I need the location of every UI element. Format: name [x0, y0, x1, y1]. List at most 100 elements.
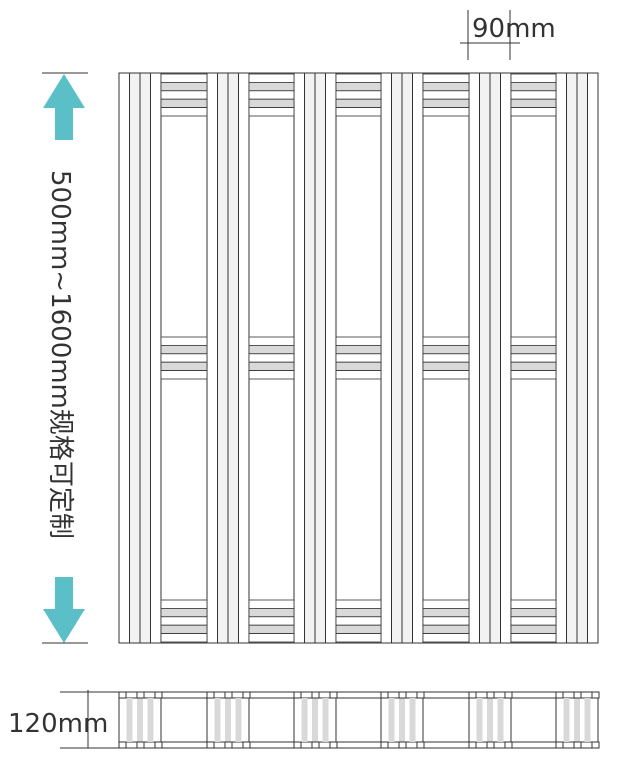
horizontal-header-slat — [510, 90, 557, 100]
horizontal-header-slat — [422, 73, 470, 83]
horizontal-header-slat — [510, 370, 557, 380]
height-range-label: 500mm~1600mm规格可定制 — [45, 170, 75, 539]
top-width-label: 90mm — [472, 14, 556, 44]
horizontal-header-slat — [248, 353, 295, 363]
horizontal-header-slat — [335, 616, 382, 626]
vertical-tube — [566, 72, 578, 644]
side-tab — [398, 691, 407, 699]
side-tab — [154, 741, 163, 749]
side-tab — [136, 691, 145, 699]
side-tab — [118, 741, 127, 749]
horizontal-header-slat — [248, 616, 295, 626]
horizontal-header-slat — [510, 107, 557, 117]
side-tab — [591, 741, 600, 749]
side-column-shade — [584, 698, 591, 742]
horizontal-header-slat — [335, 353, 382, 363]
horizontal-header-slat — [510, 98, 557, 108]
side-column-shade — [563, 698, 570, 742]
horizontal-header-slat — [335, 107, 382, 117]
horizontal-header-slat — [160, 90, 208, 100]
side-column-shade — [301, 698, 308, 742]
horizontal-header-slat — [510, 353, 557, 363]
horizontal-header-slat — [160, 361, 208, 372]
horizontal-header-slat — [422, 336, 470, 346]
vertical-tube — [217, 72, 229, 644]
horizontal-header-slat — [510, 82, 557, 92]
vertical-tube — [391, 72, 403, 644]
arrow-up-icon — [42, 72, 88, 140]
horizontal-header-slat — [248, 361, 295, 372]
side-tab — [468, 741, 477, 749]
side-column-shade — [312, 698, 318, 742]
horizontal-header-slat — [335, 633, 382, 643]
vertical-tube — [325, 72, 337, 644]
side-column-shade — [574, 698, 580, 742]
vertical-tube — [314, 72, 326, 644]
horizontal-header-slat — [160, 624, 208, 635]
horizontal-header-slat — [160, 353, 208, 363]
side-tab — [486, 691, 495, 699]
side-column-shade — [225, 698, 231, 742]
vertical-tube — [587, 72, 599, 644]
radiator-side-view — [118, 691, 600, 749]
horizontal-header-slat — [422, 624, 470, 635]
vertical-tube — [150, 72, 162, 644]
vertical-tube — [489, 72, 501, 644]
side-column-shade — [487, 698, 493, 742]
vertical-tube — [380, 72, 392, 644]
horizontal-header-slat — [422, 608, 470, 618]
horizontal-header-slat — [248, 98, 295, 108]
horizontal-header-slat — [510, 599, 557, 609]
side-tab — [573, 691, 582, 699]
horizontal-header-slat — [510, 624, 557, 635]
side-tab — [311, 691, 320, 699]
horizontal-header-slat — [510, 633, 557, 643]
side-tab — [573, 741, 582, 749]
horizontal-header-slat — [160, 82, 208, 92]
horizontal-header-slat — [248, 73, 295, 83]
horizontal-header-slat — [335, 73, 382, 83]
side-thickness-dimension: 120mm — [8, 690, 120, 749]
side-column-shade — [322, 698, 329, 742]
horizontal-header-slat — [510, 344, 557, 355]
horizontal-header-slat — [160, 608, 208, 618]
horizontal-header-slat — [422, 370, 470, 380]
side-tab — [398, 741, 407, 749]
horizontal-header-slat — [422, 98, 470, 108]
horizontal-header-slat — [335, 608, 382, 618]
vertical-tube — [238, 72, 250, 644]
vertical-tube — [576, 72, 588, 644]
vertical-tube — [412, 72, 424, 644]
side-column-shade — [147, 698, 154, 742]
horizontal-header-slat — [248, 107, 295, 117]
horizontal-header-slat — [335, 336, 382, 346]
side-tab — [416, 691, 425, 699]
side-tab — [591, 691, 600, 699]
horizontal-header-slat — [248, 82, 295, 92]
vertical-tube — [479, 72, 491, 644]
side-tab — [293, 741, 302, 749]
horizontal-header-slat — [422, 90, 470, 100]
horizontal-header-slat — [248, 599, 295, 609]
side-tab — [329, 741, 338, 749]
horizontal-header-slat — [248, 608, 295, 618]
side-tab — [224, 741, 233, 749]
vertical-tube — [129, 72, 141, 644]
vertical-tube — [118, 72, 130, 644]
horizontal-header-slat — [510, 608, 557, 618]
horizontal-header-slat — [248, 344, 295, 355]
side-column-shade — [409, 698, 416, 742]
side-tab — [504, 741, 513, 749]
horizontal-header-slat — [248, 624, 295, 635]
horizontal-header-slat — [160, 98, 208, 108]
horizontal-header-slat — [422, 633, 470, 643]
vertical-tube — [468, 72, 480, 644]
side-column-shade — [126, 698, 133, 742]
vertical-tube — [227, 72, 239, 644]
vertical-tube — [304, 72, 316, 644]
horizontal-header-slat — [422, 353, 470, 363]
vertical-tube — [401, 72, 413, 644]
horizontal-header-slat — [335, 82, 382, 92]
side-tab — [224, 691, 233, 699]
